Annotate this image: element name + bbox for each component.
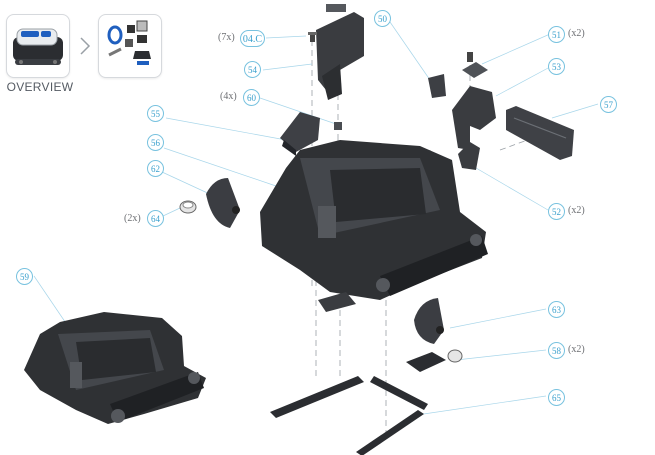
callout-63[interactable]: 63 [548, 301, 565, 318]
callout-59[interactable]: 59 [16, 268, 33, 285]
callout-62[interactable]: 62 [147, 160, 164, 177]
callout-55[interactable]: 55 [147, 105, 164, 122]
qty-64: (2x) [124, 213, 141, 224]
part-51-screw [462, 52, 488, 78]
part-bottom-clip-left [318, 292, 356, 312]
part-58-bushing [406, 349, 463, 372]
part-64-bushing [179, 200, 197, 214]
leader-lines [33, 21, 599, 417]
callout-65[interactable]: 65 [548, 389, 565, 406]
qty-52: (x2) [568, 205, 585, 216]
part-55-cover [280, 112, 320, 156]
part-52-latch [458, 142, 480, 170]
callout-04c[interactable]: 04.C [240, 30, 265, 47]
callout-53[interactable]: 53 [548, 58, 565, 75]
part-54-bracket [316, 4, 364, 100]
part-60-insert [334, 122, 342, 130]
chevron-right-icon [80, 37, 91, 55]
qty-58: (x2) [568, 344, 585, 355]
part-65-skid-rails [270, 376, 428, 455]
callout-56[interactable]: 56 [147, 134, 164, 151]
part-62-side-plate [206, 178, 240, 228]
callout-64[interactable]: 64 [147, 210, 164, 227]
part-53-clip [452, 86, 496, 150]
callout-54[interactable]: 54 [244, 61, 261, 78]
overview-thumbnail[interactable] [6, 14, 70, 78]
part-50-cap [428, 74, 446, 98]
parts-kit-thumbnail[interactable] [98, 14, 162, 78]
callout-57[interactable]: 57 [600, 96, 617, 113]
callout-50[interactable]: 50 [374, 10, 391, 27]
qty-51: (x2) [568, 28, 585, 39]
qty-60: (4x) [220, 91, 237, 102]
qty-04c: (7x) [218, 32, 235, 43]
callout-51[interactable]: 51 [548, 26, 565, 43]
part-63-side-plate [414, 298, 444, 344]
part-59-chassis-assembly [24, 312, 206, 424]
part-57-handle [506, 106, 574, 160]
callout-52[interactable]: 52 [548, 203, 565, 220]
part-56-chassis-body [260, 140, 488, 300]
overview-label[interactable]: OVERVIEW [6, 80, 74, 94]
parts-kit-icon [107, 20, 151, 65]
callout-60[interactable]: 60 [243, 89, 260, 106]
callout-58[interactable]: 58 [548, 342, 565, 359]
robot-cleaner-icon [13, 28, 63, 65]
part-04c-screw [308, 32, 317, 42]
